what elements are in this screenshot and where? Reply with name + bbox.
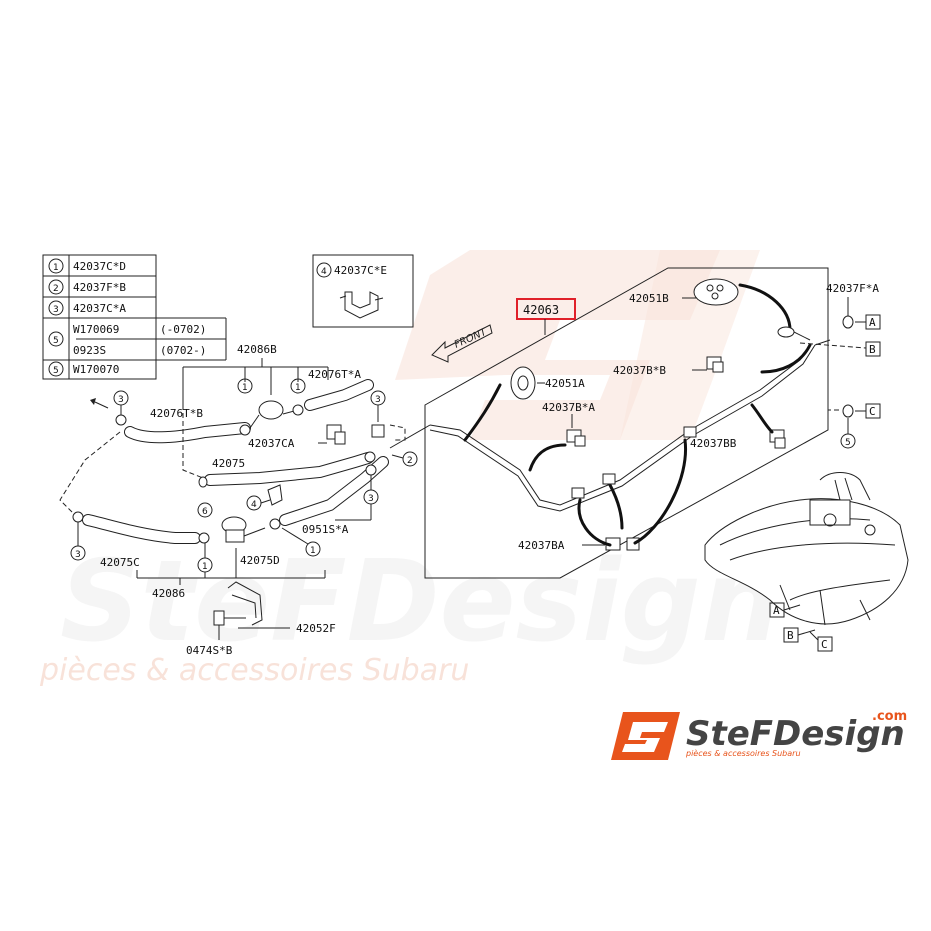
fuel-tank-icon — [704, 472, 909, 626]
svg-text:4: 4 — [251, 500, 257, 510]
label-42051a: 42051A — [545, 377, 585, 390]
svg-text:6: 6 — [202, 507, 208, 517]
svg-text:3: 3 — [375, 395, 381, 405]
label-0474sb: 0474S*B — [186, 644, 233, 657]
label-42037bb-top: 42037B*B — [613, 364, 666, 377]
inset-box: 4 42037C*E — [312, 254, 414, 328]
svg-text:3: 3 — [75, 550, 81, 560]
legend-part-2: 42037F*B — [73, 281, 126, 294]
label-42037fa: 42037F*A — [826, 282, 879, 295]
inset-part-label: 42037C*E — [334, 264, 387, 277]
svg-text:2: 2 — [53, 284, 59, 294]
legend-note-5b: (0702-) — [160, 344, 206, 357]
legend-note-5a: (-0702) — [160, 323, 206, 336]
logo-brand: SteFDesign — [686, 714, 905, 754]
watermark-brand: SteFDesign — [60, 537, 781, 667]
clip-42037bb-top-icon — [706, 356, 724, 373]
label-42086b: 42086B — [237, 343, 277, 356]
svg-text:1: 1 — [202, 562, 208, 572]
logo-suffix: .com — [872, 709, 907, 724]
ref-a-right: A — [869, 316, 876, 329]
label-42075d: 42075D — [240, 554, 280, 567]
svg-text:3: 3 — [368, 494, 374, 504]
svg-text:1: 1 — [310, 546, 316, 556]
clip-42037bb-icon — [750, 403, 786, 449]
svg-text:5: 5 — [53, 336, 59, 346]
watermark-tagline: pièces & accessoires Subaru — [39, 653, 469, 688]
clip-icon — [339, 291, 384, 319]
grommet-42051a-icon — [463, 366, 536, 442]
ref-stack-right: 42037F*A A B C 5 — [799, 282, 881, 449]
svg-text:4: 4 — [321, 267, 327, 277]
label-42037ca: 42037CA — [248, 437, 295, 450]
label-42076tb: 42076T*B — [150, 407, 203, 420]
ref-b-right: B — [869, 343, 876, 356]
svg-text:1: 1 — [295, 383, 301, 393]
clip-42037ba-icon — [571, 426, 697, 551]
logo-tagline: pièces & accessoires Subaru — [685, 748, 801, 758]
svg-text:3: 3 — [118, 395, 124, 405]
label-42051b: 42051B — [629, 292, 669, 305]
legend-part-3: 42037C*A — [73, 302, 126, 315]
left-hose-assembly: 42086B 42076T*B 42076T*A 1 1 3 42037CA — [59, 343, 431, 657]
svg-text:2: 2 — [407, 456, 413, 466]
label-42075c: 42075C — [100, 556, 140, 569]
label-42037ba-star: 42037B*A — [542, 401, 595, 414]
label-42052f: 42052F — [296, 622, 336, 635]
label-0951sa: 0951S*A — [302, 523, 349, 536]
ref-c-tank: C — [821, 638, 828, 651]
label-42037bb: 42037BB — [690, 437, 737, 450]
label-42037ba: 42037BA — [518, 539, 565, 552]
clip-42037ba-star-icon — [528, 429, 586, 472]
label-42076ta: 42076T*A — [308, 368, 361, 381]
watermark: SteFDesign pièces & accessoires Subaru — [39, 250, 781, 688]
svg-text:1: 1 — [53, 263, 59, 273]
legend-part-5a: W170069 — [73, 323, 119, 336]
stefdesign-logo: SteFDesign .com pièces & accessoires Sub… — [611, 709, 907, 760]
highlighted-part[interactable]: 42063 — [516, 298, 576, 335]
ref-stack-tank: A B C — [769, 602, 833, 652]
svg-text:5: 5 — [845, 438, 851, 448]
legend-table: 1 42037C*D 2 42037F*B 3 42037C*A 5 W1700… — [42, 254, 227, 380]
svg-text:5: 5 — [53, 366, 59, 376]
logo-mark-icon — [611, 712, 680, 760]
legend-part-5b: 0923S — [73, 344, 106, 357]
ref-b-tank: B — [787, 629, 794, 642]
legend-part-5c: W170070 — [73, 363, 119, 376]
label-42086: 42086 — [152, 587, 185, 600]
grommet-42051b-icon — [693, 278, 812, 374]
svg-text:1: 1 — [242, 383, 248, 393]
assembly-panel — [424, 267, 829, 579]
ref-a-tank: A — [773, 604, 780, 617]
legend-part-1: 42037C*D — [73, 260, 126, 273]
ref-c-right: C — [869, 405, 876, 418]
label-42075: 42075 — [212, 457, 245, 470]
svg-text:3: 3 — [53, 305, 59, 315]
highlighted-part-label[interactable]: 42063 — [523, 303, 559, 317]
